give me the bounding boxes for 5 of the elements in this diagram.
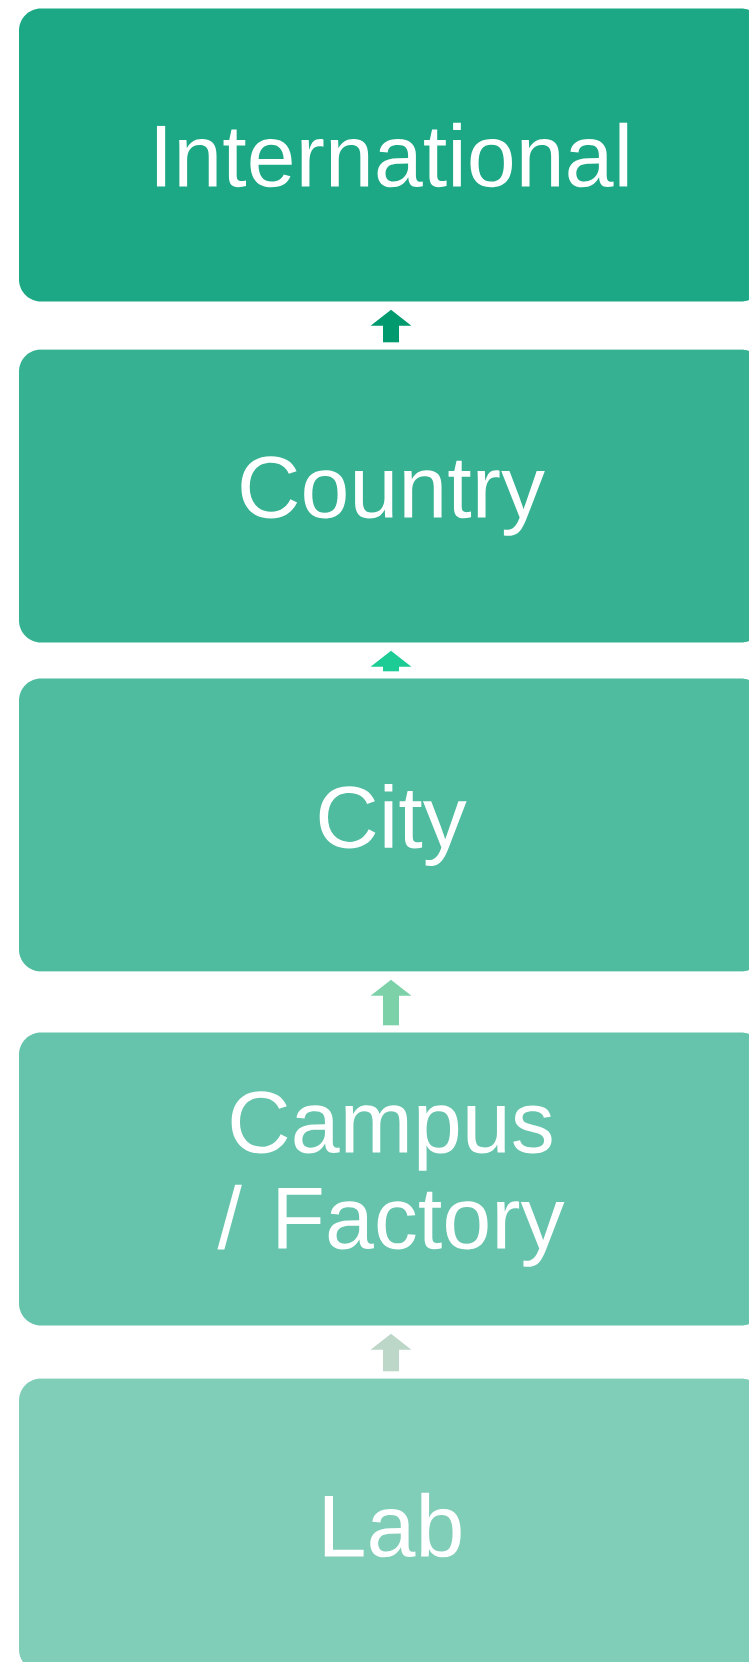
level-box: Campus / Factory — [19, 1032, 749, 1326]
level-box: Country — [19, 349, 749, 643]
level-box: Lab — [19, 1378, 749, 1662]
level-box: International — [19, 8, 749, 302]
level-box: City — [19, 678, 749, 972]
